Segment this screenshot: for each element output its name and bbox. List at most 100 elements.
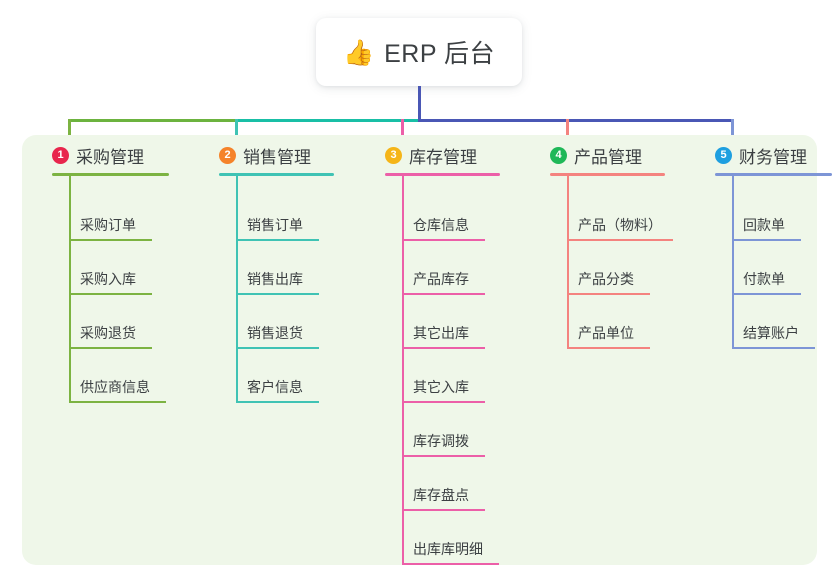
connector-bus-segment-3 [418, 119, 734, 122]
branch-item[interactable]: 库存调拨 [385, 403, 488, 457]
branch-spine [567, 175, 569, 348]
branch-item-underline [236, 239, 319, 241]
branch-item-underline [402, 347, 485, 349]
root-node[interactable]: 👍 ERP 后台 [316, 18, 522, 86]
branch-item[interactable]: 销售退货 [219, 295, 322, 349]
branch-item-underline [402, 239, 485, 241]
branch-header-underline [550, 173, 665, 176]
branch-header-underline [715, 173, 832, 176]
branch-number-badge: 5 [715, 147, 732, 164]
branch-header-2[interactable]: 2 销售管理 [219, 143, 311, 168]
branch-item[interactable]: 采购入库 [52, 241, 155, 295]
branch-title: 库存管理 [409, 148, 477, 167]
branch-header-1[interactable]: 1 采购管理 [52, 143, 144, 168]
connector-drop-4 [566, 119, 569, 147]
branch-item-label: 仓库信息 [413, 217, 469, 233]
branch-item-label: 产品库存 [413, 271, 469, 287]
branch-item[interactable]: 产品分类 [550, 241, 653, 295]
connector-bus-segment-1 [68, 119, 237, 122]
branch-item-label: 出库库明细 [413, 541, 483, 557]
branch-item[interactable]: 产品（物料） [550, 187, 676, 241]
branch-item-label: 结算账户 [743, 325, 799, 341]
connector-drop-3 [401, 119, 404, 147]
branch-item-label: 销售退货 [247, 325, 303, 341]
branch-item-label: 库存盘点 [413, 487, 469, 503]
branch-item-label: 库存调拨 [413, 433, 469, 449]
branch-title: 产品管理 [574, 148, 642, 167]
branch-item-underline [69, 293, 152, 295]
connector-drop-2 [235, 119, 238, 147]
branch-item-label: 产品（物料） [578, 217, 662, 233]
branch-item-underline [236, 293, 319, 295]
branch-item-label: 采购订单 [80, 217, 136, 233]
branch-title: 财务管理 [739, 148, 807, 167]
branch-item[interactable]: 销售订单 [219, 187, 322, 241]
branch-item-underline [567, 239, 673, 241]
branch-item-underline [402, 401, 485, 403]
branch-item[interactable]: 其它入库 [385, 349, 488, 403]
branch-item[interactable]: 库存盘点 [385, 457, 488, 511]
branch-spine [732, 175, 734, 348]
branch-header-underline [385, 173, 500, 176]
branch-item-label: 客户信息 [247, 379, 303, 395]
branch-item-label: 采购入库 [80, 271, 136, 287]
branch-item-label: 供应商信息 [80, 379, 150, 395]
branch-number-badge: 2 [219, 147, 236, 164]
branch-item[interactable]: 其它出库 [385, 295, 488, 349]
branch-spine [402, 175, 404, 564]
branch-item[interactable]: 销售出库 [219, 241, 322, 295]
branch-item-label: 回款单 [743, 217, 785, 233]
branch-item[interactable]: 采购订单 [52, 187, 155, 241]
thumbs-up-icon: 👍 [342, 37, 375, 67]
branch-header-4[interactable]: 4 产品管理 [550, 143, 642, 168]
branch-title: 采购管理 [76, 148, 144, 167]
branch-item-underline [402, 509, 485, 511]
connector-trunk [418, 86, 421, 122]
branch-header-3[interactable]: 3 库存管理 [385, 143, 477, 168]
branch-item-label: 采购退货 [80, 325, 136, 341]
branch-item-underline [69, 401, 166, 403]
branch-item-underline [732, 347, 815, 349]
branch-item-underline [567, 347, 650, 349]
branch-item[interactable]: 回款单 [715, 187, 804, 241]
branch-item[interactable]: 付款单 [715, 241, 804, 295]
branch-header-underline [52, 173, 169, 176]
branch-item-underline [402, 455, 485, 457]
branch-item[interactable]: 出库库明细 [385, 511, 502, 565]
branch-spine [236, 175, 238, 402]
branch-item-label: 产品单位 [578, 325, 634, 341]
branch-item-label: 销售订单 [247, 217, 303, 233]
branch-item-label: 其它出库 [413, 325, 469, 341]
branch-item[interactable]: 仓库信息 [385, 187, 488, 241]
branch-item-label: 产品分类 [578, 271, 634, 287]
branch-item-underline [567, 293, 650, 295]
branch-item-label: 销售出库 [247, 271, 303, 287]
branch-item-underline [732, 293, 801, 295]
branch-number-badge: 3 [385, 147, 402, 164]
connector-drop-1 [68, 119, 71, 147]
connector-bus-segment-2 [235, 119, 420, 122]
branch-item[interactable]: 产品单位 [550, 295, 653, 349]
branch-item-underline [236, 401, 319, 403]
branch-item[interactable]: 客户信息 [219, 349, 322, 403]
branch-title: 销售管理 [243, 148, 311, 167]
branch-item[interactable]: 产品库存 [385, 241, 488, 295]
branch-header-underline [219, 173, 334, 176]
branch-header-5[interactable]: 5 财务管理 [715, 143, 807, 168]
branch-item[interactable]: 结算账户 [715, 295, 818, 349]
root-title: ERP 后台 [384, 40, 496, 68]
branches-panel: 1 采购管理采购订单采购入库采购退货供应商信息 2 销售管理销售订单销售出库销售退货客… [22, 135, 832, 565]
branch-item-underline [402, 293, 485, 295]
branch-item-label: 其它入库 [413, 379, 469, 395]
branch-item-underline [732, 239, 801, 241]
branch-item[interactable]: 采购退货 [52, 295, 155, 349]
connector-drop-5 [731, 119, 734, 147]
branch-item-underline [236, 347, 319, 349]
branch-number-badge: 4 [550, 147, 567, 164]
branch-item-underline [69, 347, 152, 349]
branch-item-underline [69, 239, 152, 241]
branch-item[interactable]: 供应商信息 [52, 349, 169, 403]
branch-number-badge: 1 [52, 147, 69, 164]
branch-item-label: 付款单 [743, 271, 785, 287]
